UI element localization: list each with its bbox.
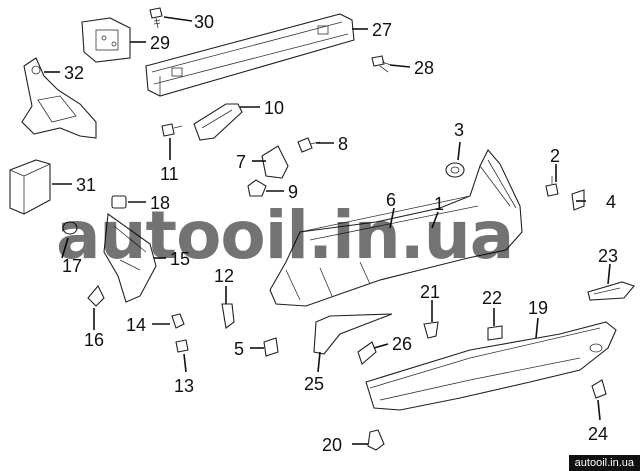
part-3-grommet: [445, 162, 465, 178]
callout-22: 22: [482, 288, 502, 308]
callout-8: 8: [338, 134, 348, 154]
part-28-bolt: [371, 55, 395, 73]
part-1-bumper-cover: [269, 149, 523, 307]
callout-26: 26: [392, 334, 412, 354]
callout-4: 4: [606, 192, 616, 212]
part-27-reinforcement-beam: [145, 13, 355, 97]
part-29-bracket: [81, 17, 131, 63]
callout-numbers: 30 27 29 32 28 10 11 8 7 9 3 2 4 31 18 1…: [62, 12, 618, 455]
part-12-bracket: [221, 303, 235, 329]
part-20-clip: [367, 429, 385, 451]
callout-13: 13: [174, 376, 194, 396]
part-4-clip: [571, 189, 585, 211]
part-18-retainer: [111, 195, 127, 209]
callout-31: 31: [76, 175, 96, 195]
part-13-bolt: [175, 339, 189, 353]
callout-24: 24: [588, 424, 608, 444]
part-9-clip: [247, 179, 267, 197]
callout-20: 20: [322, 435, 342, 455]
callout-3: 3: [454, 120, 464, 140]
part-5-plug: [263, 337, 279, 357]
part-30-bolt: [149, 7, 163, 29]
part-17-clip: [62, 221, 78, 235]
part-23-reflector: [587, 281, 635, 301]
callout-7: 7: [236, 152, 246, 172]
callout-18: 18: [150, 193, 170, 213]
callout-12: 12: [214, 266, 234, 286]
part-8-bolt: [297, 137, 321, 153]
part-31-module: [9, 159, 51, 215]
callout-28: 28: [414, 58, 434, 78]
callout-25: 25: [304, 374, 324, 394]
callout-10: 10: [264, 98, 284, 118]
part-32-bracket: [21, 57, 97, 139]
callout-21: 21: [420, 282, 440, 302]
part-2-bolt: [545, 176, 559, 197]
callout-9: 9: [288, 182, 298, 202]
watermark-text: autooil.in.ua: [56, 197, 513, 274]
part-11-bolt: [161, 123, 183, 137]
callout-6: 6: [386, 190, 396, 210]
part-26-plug: [357, 341, 377, 365]
callout-16: 16: [84, 330, 104, 350]
part-10-bracket: [193, 103, 243, 141]
part-16-clip: [87, 285, 105, 307]
part-22-cap: [487, 325, 503, 341]
part-21-retainer: [423, 321, 439, 339]
callout-17: 17: [62, 256, 82, 276]
watermark-badge: autooil.in.ua: [568, 455, 640, 471]
part-25-side-trim: [313, 313, 393, 355]
part-7-bracket: [261, 145, 289, 179]
callout-23: 23: [598, 246, 618, 266]
part-24-cap: [591, 379, 607, 399]
callout-27: 27: [372, 20, 392, 40]
part-14-bolt: [171, 313, 185, 329]
part-19-lower-valance: [365, 321, 617, 411]
callout-5: 5: [234, 339, 244, 359]
part-15-side-bracket: [103, 213, 157, 303]
callout-29: 29: [150, 33, 170, 53]
callout-2: 2: [550, 146, 560, 166]
callout-1: 1: [434, 194, 444, 214]
leader-lines: [44, 16, 611, 445]
callout-14: 14: [126, 315, 146, 335]
callout-19: 19: [528, 298, 548, 318]
callout-30: 30: [194, 12, 214, 32]
callout-32: 32: [64, 63, 84, 83]
callout-11: 11: [160, 164, 179, 184]
callout-15: 15: [170, 249, 190, 269]
